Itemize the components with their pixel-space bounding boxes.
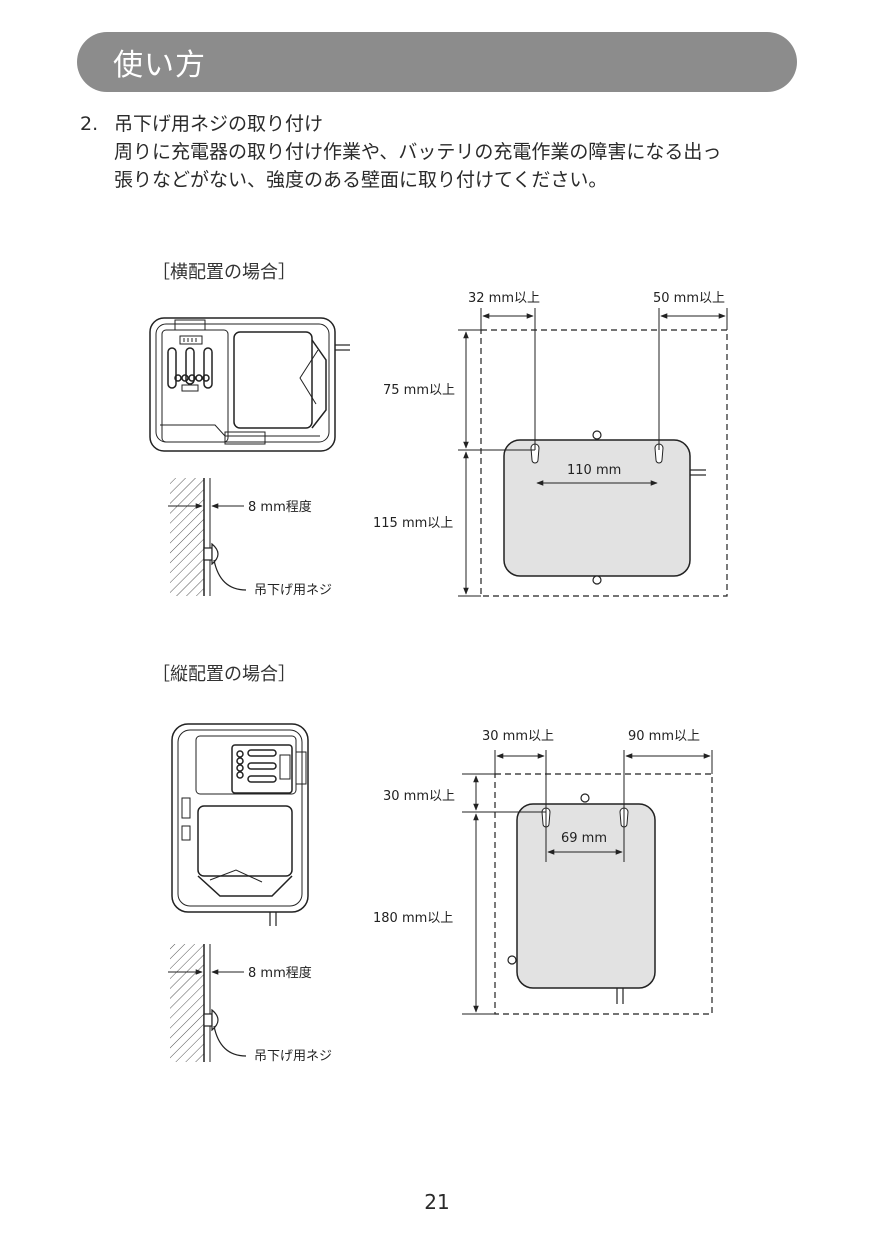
vertical-height: 180 mm以上 [373, 911, 453, 926]
horizontal-hole-pitch: 110 mm [567, 463, 621, 478]
horizontal-wall-gap-label: 8 mm程度 [248, 499, 312, 515]
vertical-layout-label: ［縦配置の場合］ [152, 664, 296, 685]
vertical-charger-illustration [171, 723, 309, 926]
horizontal-screw-label: 吊下げ用ネジ [254, 583, 332, 598]
vertical-wall-gap-label: 8 mm程度 [248, 965, 312, 981]
horizontal-layout-label: ［横配置の場合］ [152, 262, 296, 283]
vertical-mounting-dimensions: 30 mm以上 90 mm以上 30 mm以上 180 mm以上 69 mm [373, 729, 713, 1015]
section-title: 使い方 [113, 48, 206, 83]
vertical-right-margin: 90 mm以上 [628, 729, 700, 744]
horizontal-top-margin: 75 mm以上 [383, 383, 455, 398]
step-instruction-line-2: 張りなどがない、強度のある壁面に取り付けてください。 [114, 169, 608, 191]
horizontal-right-margin: 50 mm以上 [653, 291, 725, 306]
step-title: 吊下げ用ネジの取り付け [114, 113, 324, 135]
horizontal-left-margin: 32 mm以上 [468, 291, 540, 306]
vertical-top-margin: 30 mm以上 [383, 789, 455, 804]
horizontal-mounting-dimensions: 32 mm以上 50 mm以上 75 mm以上 115 mm以上 110 mm [373, 291, 728, 597]
vertical-screw-label: 吊下げ用ネジ [254, 1049, 332, 1064]
page-number: 21 [424, 1190, 450, 1214]
step-number: 2. [80, 113, 99, 135]
vertical-left-margin: 30 mm以上 [482, 729, 554, 744]
step-instruction-line-1: 周りに充電器の取り付け作業や、バッテリの充電作業の障害になる出っ [114, 141, 722, 163]
horizontal-charger-illustration [149, 317, 350, 452]
vertical-wall-side-view: 8 mm程度 吊下げ用ネジ [168, 944, 332, 1064]
horizontal-wall-side-view: 8 mm程度 吊下げ用ネジ [168, 478, 332, 598]
vertical-hole-pitch: 69 mm [561, 831, 607, 846]
horizontal-height: 115 mm以上 [373, 516, 453, 531]
section-header-bar: 使い方 [77, 32, 797, 92]
